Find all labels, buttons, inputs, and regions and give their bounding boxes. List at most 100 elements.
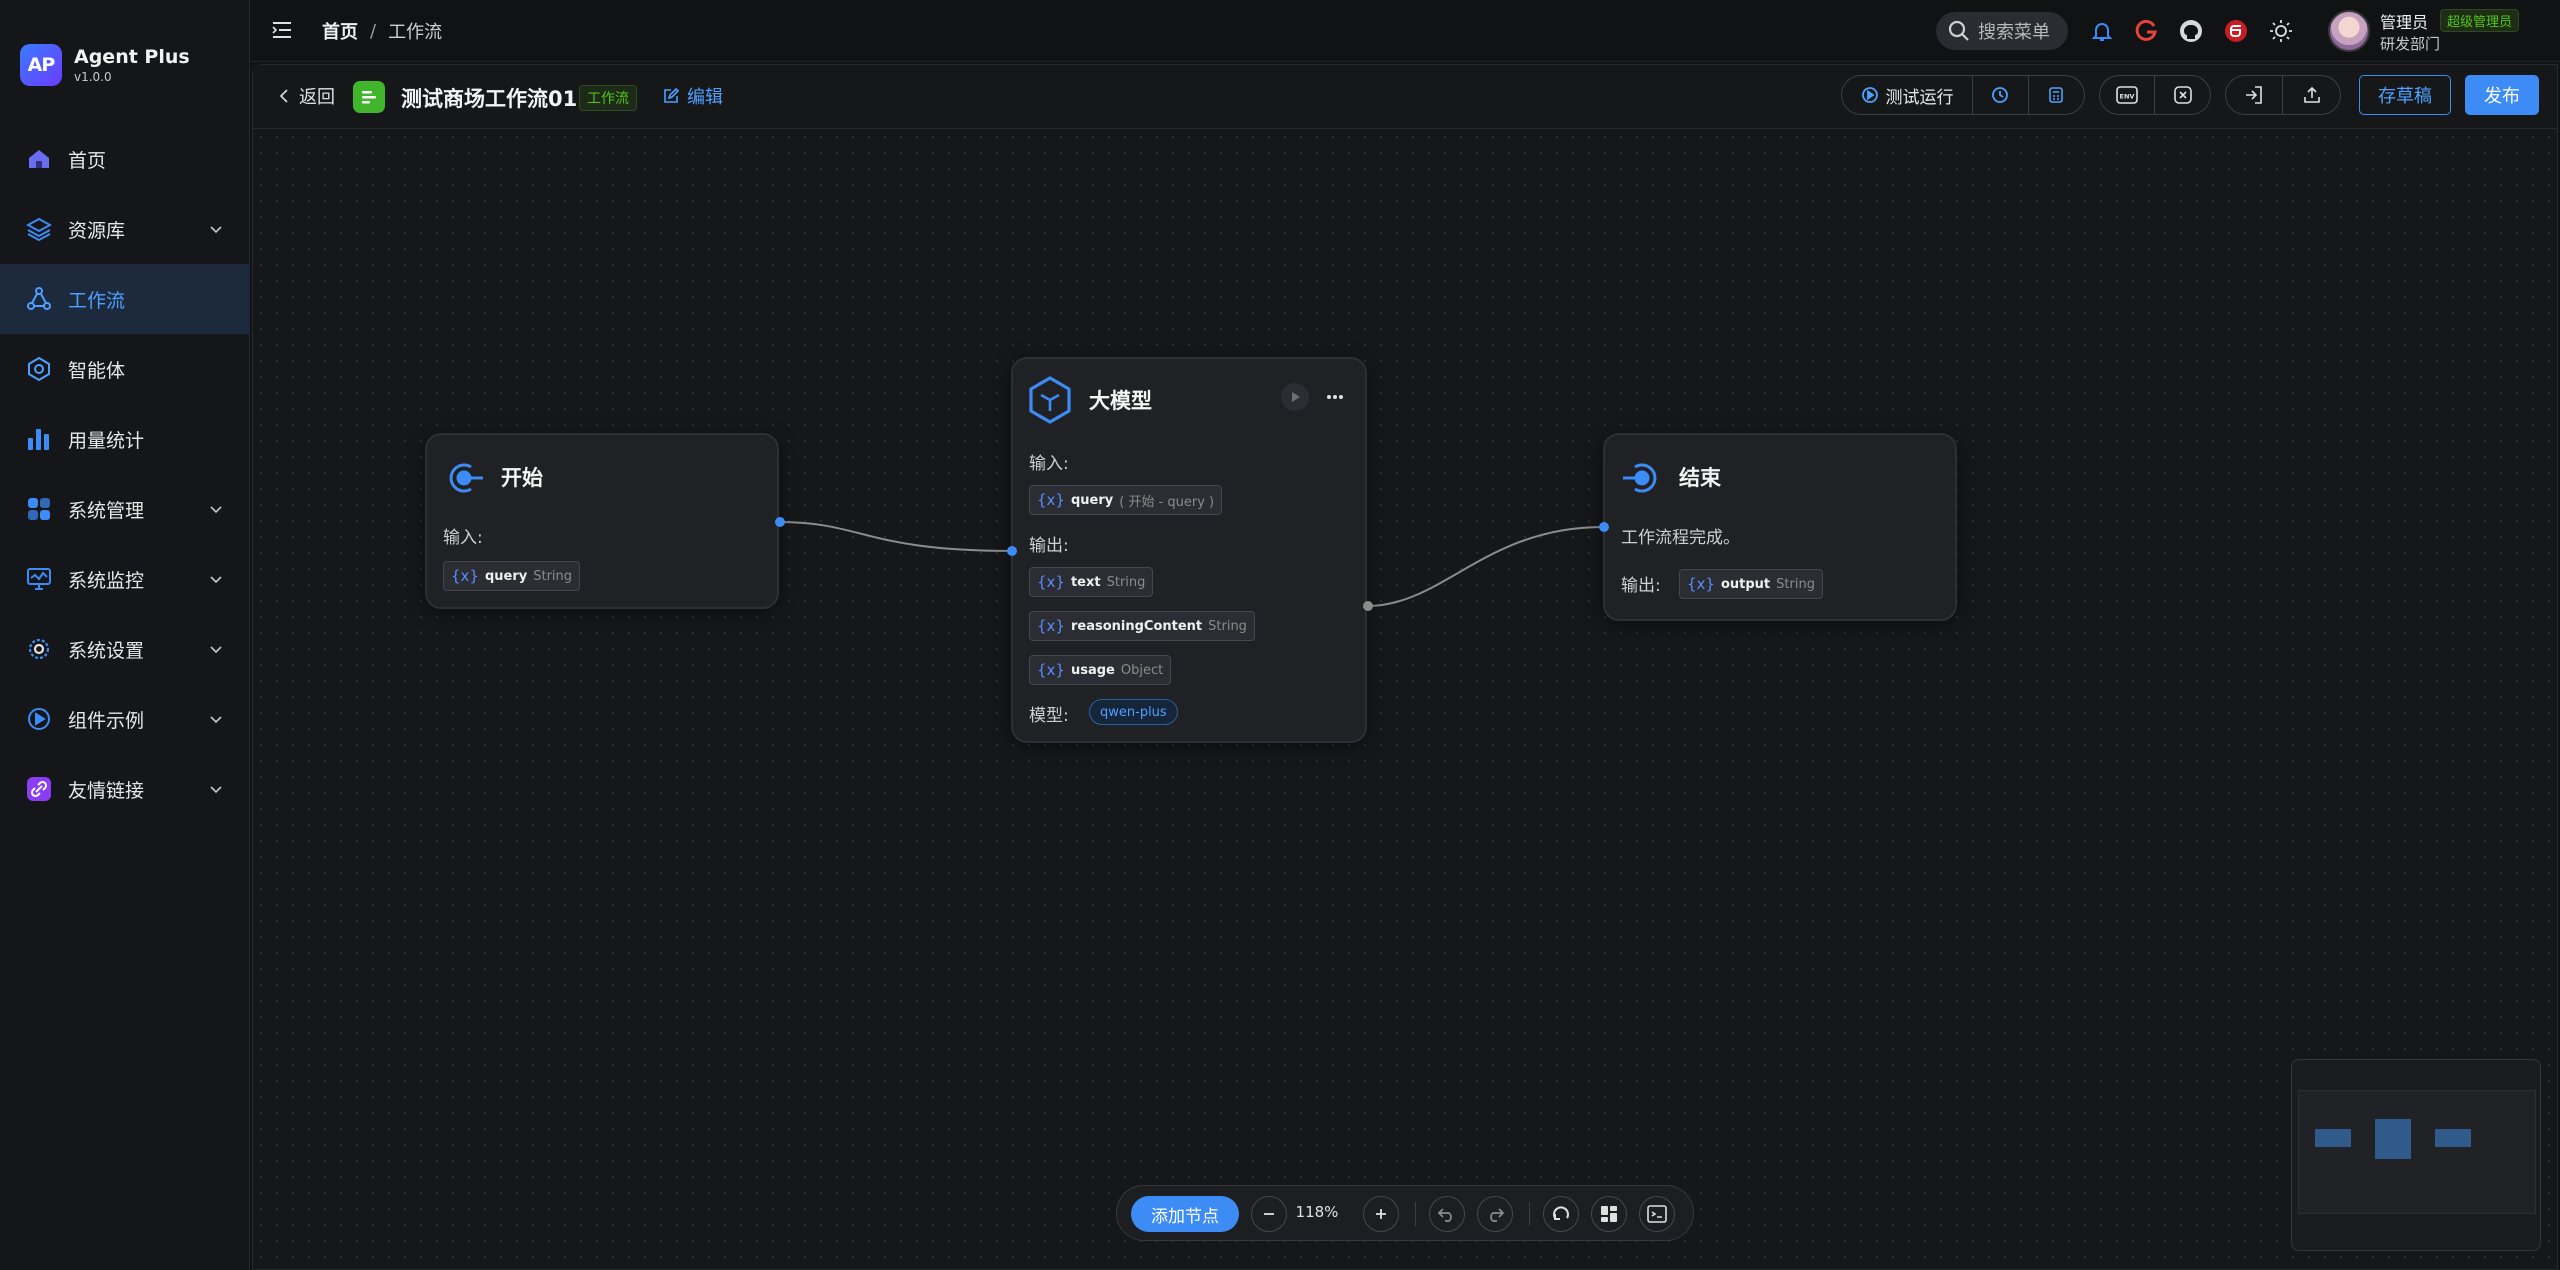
svg-text:ENV: ENV <box>2120 93 2135 101</box>
end-node-icon <box>1623 463 1657 493</box>
zoom-in-button[interactable] <box>1363 1196 1399 1232</box>
variable-name: query <box>484 568 528 584</box>
llm-cube-icon <box>1029 376 1071 424</box>
sidebar: AP Agent Plus v1.0.0 首页 资源库 工作流 <box>0 0 250 1270</box>
model-label: 模型: <box>1029 706 1069 726</box>
sidebar-item-label: 组件示例 <box>68 709 145 732</box>
end-input-port[interactable] <box>1599 522 1609 532</box>
menu-toggle-icon[interactable] <box>270 18 294 42</box>
variables-button[interactable] <box>2155 76 2210 114</box>
monitor-icon <box>24 564 54 594</box>
sidebar-item-resources[interactable]: 资源库 <box>0 194 250 264</box>
variable-chip: {x} reasoningContent String <box>1029 611 1255 641</box>
back-button[interactable]: 返回 <box>277 83 335 109</box>
search-icon <box>1948 20 1969 41</box>
fit-view-button[interactable] <box>1543 1196 1579 1232</box>
avatar[interactable] <box>2328 10 2370 52</box>
export-button[interactable] <box>2283 76 2340 114</box>
brand[interactable]: AP Agent Plus v1.0.0 <box>20 44 190 86</box>
auto-layout-button[interactable] <box>1591 1196 1627 1232</box>
app-logo: AP <box>20 44 62 86</box>
theme-sun-icon[interactable] <box>2267 17 2295 45</box>
undo-button[interactable] <box>1429 1196 1465 1232</box>
variable-chip: {x} output String <box>1679 569 1823 599</box>
variable-icon: {x} <box>451 567 479 585</box>
bell-icon[interactable] <box>2088 17 2116 45</box>
sidebar-item-agent[interactable]: 智能体 <box>0 334 250 404</box>
terminal-icon <box>1647 1205 1667 1223</box>
sidebar-item-system-settings[interactable]: 系统设置 <box>0 614 250 684</box>
chevron-down-icon <box>210 506 222 514</box>
publish-button[interactable]: 发布 <box>2465 75 2539 115</box>
undo-icon <box>1438 1208 1452 1222</box>
chevron-down-icon <box>210 646 222 654</box>
variable-name: output <box>1720 576 1771 592</box>
llm-output-port[interactable] <box>1363 601 1373 611</box>
sidebar-item-workflow[interactable]: 工作流 <box>0 264 250 334</box>
github-icon[interactable] <box>2177 17 2205 45</box>
workflow-header: 返回 测试商场工作流01 工作流 编辑 测试运行 ENV <box>253 65 2557 129</box>
start-node-icon <box>449 463 483 493</box>
run-toolbar-group: 测试运行 <box>1841 75 2085 115</box>
redo-button[interactable] <box>1477 1196 1513 1232</box>
g-logo-icon[interactable] <box>2132 17 2160 45</box>
minus-icon <box>1264 1213 1274 1215</box>
minimap-viewport[interactable] <box>2298 1090 2536 1214</box>
user-name[interactable]: 管理员 <box>2380 13 2429 32</box>
sidebar-item-system-admin[interactable]: 系统管理 <box>0 474 250 544</box>
workflow-workspace: 返回 测试商场工作流01 工作流 编辑 测试运行 ENV <box>252 64 2558 1270</box>
end-node[interactable]: 结束 工作流程完成。 输出: {x} output String <box>1603 433 1957 621</box>
edit-button[interactable]: 编辑 <box>663 83 723 109</box>
env-button[interactable]: ENV <box>2100 76 2156 114</box>
sidebar-item-home[interactable]: 首页 <box>0 124 250 194</box>
history-button[interactable] <box>1973 76 2029 114</box>
variable-chip: {x} query ( 开始 - query ) <box>1029 485 1223 515</box>
edge-llm-end[interactable] <box>1366 526 1604 607</box>
save-draft-button[interactable]: 存草稿 <box>2359 75 2451 115</box>
edge-start-llm[interactable] <box>778 521 1014 552</box>
node-more-button[interactable] <box>1321 383 1349 411</box>
sidebar-item-components[interactable]: 组件示例 <box>0 684 250 754</box>
sidebar-item-label: 系统管理 <box>68 499 145 522</box>
sidebar-item-system-monitor[interactable]: 系统监控 <box>0 544 250 614</box>
sidebar-item-links[interactable]: 友情链接 <box>0 754 250 824</box>
back-label: 返回 <box>299 87 335 108</box>
run-node-button[interactable] <box>1281 383 1309 411</box>
workflow-type-tag: 工作流 <box>579 85 637 111</box>
sidebar-item-usage[interactable]: 用量统计 <box>0 404 250 474</box>
menu-search-button[interactable]: 搜索菜单 <box>1936 12 2068 50</box>
llm-node[interactable]: 大模型 输入: {x} query ( 开始 - query ) 输出: {x}… <box>1011 357 1367 743</box>
toolbar-divider <box>1415 1202 1416 1226</box>
console-button[interactable] <box>1639 1196 1675 1232</box>
top-header: 首页 / 工作流 搜索菜单 管理员 超级管理员 研发部门 <box>250 0 2560 62</box>
variable-type: String <box>1208 618 1247 634</box>
variable-name: usage <box>1070 662 1115 678</box>
start-output-port[interactable] <box>775 517 785 527</box>
add-node-button[interactable]: 添加节点 <box>1131 1196 1239 1232</box>
start-node[interactable]: 开始 输入: {x} query String <box>425 433 779 609</box>
breadcrumb-home[interactable]: 首页 <box>322 22 358 43</box>
node-title: 结束 <box>1679 466 1721 490</box>
env-toolbar-group: ENV <box>2099 75 2211 115</box>
variable-type: String <box>1776 576 1815 592</box>
play-circle-icon <box>1861 87 1878 103</box>
breadcrumb-current: 工作流 <box>388 22 443 43</box>
sidebar-item-label: 用量统计 <box>68 429 145 452</box>
workflow-type-icon <box>353 81 385 113</box>
gitee-icon[interactable] <box>2222 17 2250 45</box>
test-run-button[interactable]: 测试运行 <box>1842 76 1974 114</box>
input-label: 输入: <box>443 528 483 548</box>
toolbar-divider <box>1529 1202 1530 1226</box>
zoom-out-button[interactable] <box>1251 1196 1287 1232</box>
sidebar-item-label: 友情链接 <box>68 779 145 802</box>
user-role-badge: 超级管理员 <box>2440 9 2520 32</box>
chevron-down-icon <box>210 786 222 794</box>
layers-icon <box>24 214 54 244</box>
home-icon <box>24 144 54 174</box>
save-layout-button[interactable] <box>2029 76 2084 114</box>
llm-input-port[interactable] <box>1007 546 1017 556</box>
sidebar-item-label: 系统监控 <box>68 569 145 592</box>
variable-icon: {x} <box>1037 491 1065 509</box>
import-button[interactable] <box>2226 76 2284 114</box>
minimap[interactable] <box>2291 1059 2541 1251</box>
